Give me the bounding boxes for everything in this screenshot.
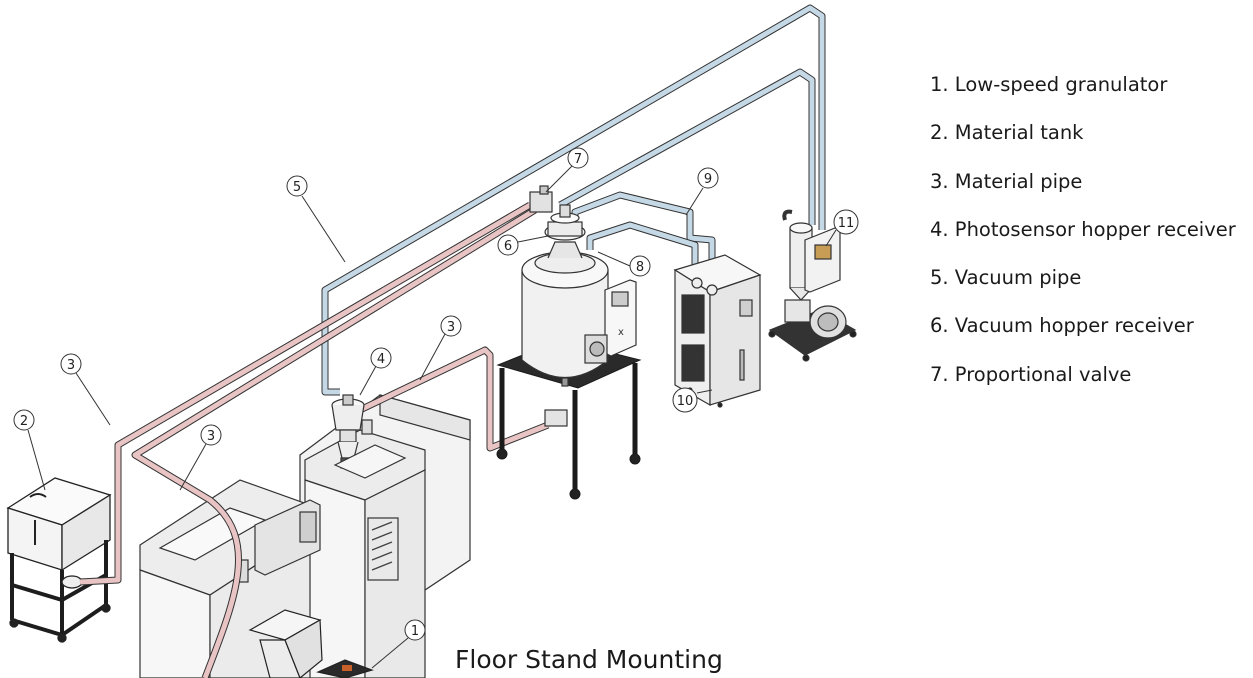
svg-text:7: 7 [574, 152, 582, 167]
svg-text:x: x [618, 327, 624, 338]
svg-text:5: 5 [293, 180, 301, 195]
callout-5: 5 [286, 175, 346, 263]
photosensor-hopper-receiver [331, 394, 407, 479]
callouts: 1 2 3 3 3 4 5 [13, 147, 859, 669]
dehumidifier-dryer [673, 254, 762, 408]
legend-item-vacuum-pipe: 5. Vacuum pipe [930, 266, 1082, 290]
legend-item-proportional-valve: 7. Proportional valve [930, 362, 1132, 386]
svg-text:10: 10 [677, 394, 694, 409]
callout-6: 6 [497, 234, 549, 256]
callout-7: 7 [545, 147, 589, 193]
svg-text:11: 11 [838, 216, 855, 231]
svg-text:3: 3 [207, 429, 215, 444]
legend-item-material-tank: 2. Material tank [930, 121, 1084, 145]
svg-text:9: 9 [704, 172, 712, 187]
callout-9: 9 [685, 167, 719, 216]
callout-3a: 3 [60, 353, 111, 426]
legend-item-material-pipe: 3. Material pipe [930, 169, 1083, 193]
material-tank [6, 477, 112, 643]
svg-text:3: 3 [67, 358, 75, 373]
svg-text:1: 1 [411, 624, 419, 639]
callout-3b: 3 [179, 424, 222, 491]
hopper-dryer: x [521, 204, 637, 427]
legend-item-vacuum-hopper-receiver: 6. Vacuum hopper receiver [930, 314, 1194, 338]
legend-item-low-speed-granulator: 1. Low-speed granulator [930, 73, 1168, 96]
svg-text:3: 3 [447, 320, 455, 335]
legend-item-photosensor-hopper-receiver: 4. Photosensor hopper receiver [930, 217, 1236, 241]
legend-list: 1. Low-speed granulator 2. Material tank… [930, 70, 1236, 408]
callout-3c: 3 [419, 315, 462, 381]
diagram-caption: Floor Stand Mounting [455, 645, 723, 674]
proportional-valve [529, 185, 553, 213]
vacuum-pipes [321, 4, 826, 396]
callout-1: 1 [371, 619, 426, 669]
callout-2: 2 [13, 409, 46, 491]
material-pipes [79, 201, 550, 678]
svg-text:8: 8 [636, 260, 644, 275]
callout-11: 11 [825, 209, 859, 247]
callout-4: 4 [359, 347, 392, 396]
callout-8: 8 [597, 251, 651, 277]
low-speed-granulator [248, 609, 374, 678]
svg-text:2: 2 [20, 414, 28, 429]
vacuum-loader [768, 209, 857, 362]
svg-text:4: 4 [377, 352, 385, 367]
callout-10: 10 [672, 387, 713, 413]
svg-text:6: 6 [504, 239, 512, 254]
